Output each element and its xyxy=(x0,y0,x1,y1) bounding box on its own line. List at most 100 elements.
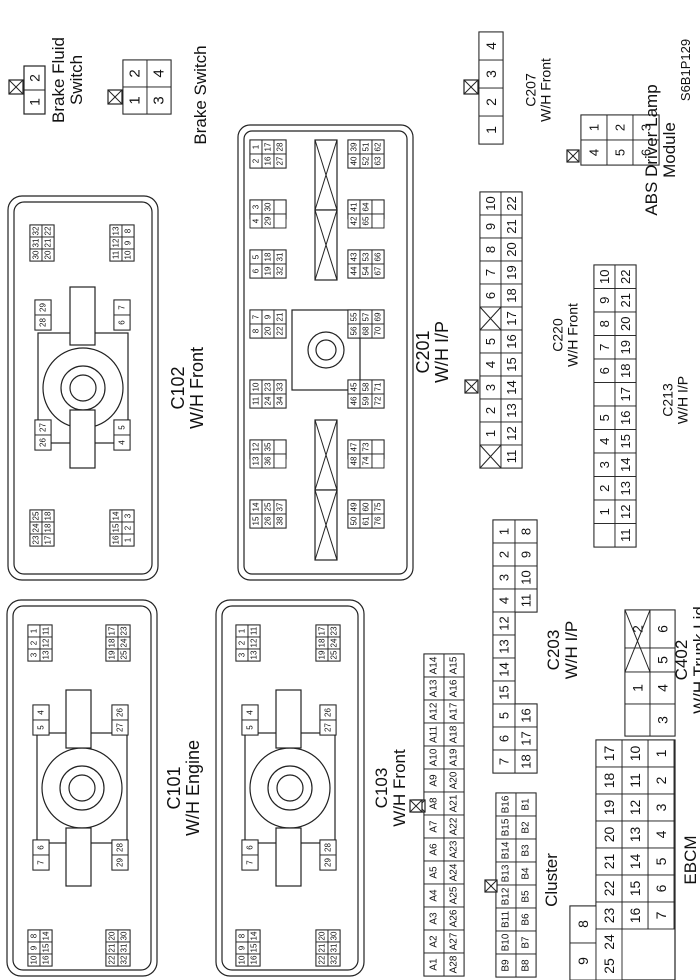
pin-15: 15 xyxy=(252,516,261,525)
pin-22: 22 xyxy=(601,881,617,897)
pin-1: 1 xyxy=(30,628,39,633)
pin-15: 15 xyxy=(618,434,633,448)
pin-1: 1 xyxy=(597,508,612,515)
pin-25: 25 xyxy=(120,650,129,659)
pin-B11: B11 xyxy=(501,911,512,928)
pin-21: 21 xyxy=(318,943,327,952)
pin-23: 23 xyxy=(601,908,617,924)
pin-18: 18 xyxy=(108,638,117,647)
pin-11: 11 xyxy=(42,626,51,635)
pin-5: 5 xyxy=(597,414,612,421)
pin-5: 5 xyxy=(653,857,669,865)
pin-16: 16 xyxy=(250,955,259,964)
pin-13: 13 xyxy=(252,456,261,465)
pin-26: 26 xyxy=(264,516,273,525)
cluster-latch-icon xyxy=(484,879,498,893)
pin-3: 3 xyxy=(483,70,499,78)
c201-label-line-1: W/H I/P xyxy=(432,321,452,383)
pin-2: 2 xyxy=(30,640,39,645)
pin-6: 6 xyxy=(639,149,654,156)
pin-25: 25 xyxy=(601,958,617,974)
pin-3: 3 xyxy=(124,513,133,518)
figure-code: S6B1P129 xyxy=(678,39,693,101)
pin-19: 19 xyxy=(601,800,617,816)
pin-5: 5 xyxy=(252,254,261,259)
c402-label-line-0: C402 xyxy=(672,640,691,681)
pin-9: 9 xyxy=(30,945,39,950)
pin-28: 28 xyxy=(39,318,48,327)
pin-A24: A24 xyxy=(449,863,460,881)
pin-42: 42 xyxy=(350,216,359,225)
pin-41: 41 xyxy=(350,202,359,211)
pin-14: 14 xyxy=(618,458,633,472)
pin-10: 10 xyxy=(597,270,612,284)
brake-switch-label-line-0: Brake Switch xyxy=(191,45,210,144)
pin-B15: B15 xyxy=(501,818,512,836)
pin-13: 13 xyxy=(618,481,633,495)
pin-24: 24 xyxy=(601,934,617,950)
brake-switch-label: Brake Switch xyxy=(191,45,210,144)
pin-23: 23 xyxy=(330,626,339,635)
pin-A18: A18 xyxy=(449,725,460,743)
pin-A23: A23 xyxy=(449,840,460,858)
pin-B14: B14 xyxy=(501,841,512,859)
pin-31: 31 xyxy=(330,943,339,952)
pin-3: 3 xyxy=(639,124,654,131)
pin-30: 30 xyxy=(32,250,41,259)
pin-30: 30 xyxy=(264,202,273,211)
pin-10: 10 xyxy=(238,955,247,964)
pin-A25: A25 xyxy=(449,886,460,904)
c207-latch-icon xyxy=(463,79,479,95)
pin-12: 12 xyxy=(627,800,643,816)
c213-label-line-0: C213 xyxy=(660,383,676,417)
pin-24: 24 xyxy=(120,638,129,647)
c213-label-line-1: W/H I/P xyxy=(674,376,690,424)
pin-9: 9 xyxy=(597,297,612,304)
pin-4: 4 xyxy=(246,710,255,715)
ebcm-label: EBCM xyxy=(681,835,700,884)
pin-31: 31 xyxy=(32,238,41,247)
pin-5: 5 xyxy=(118,425,127,430)
pin-7: 7 xyxy=(246,860,255,865)
pin-73: 73 xyxy=(362,442,371,451)
bigcl-connector: 1101721118312194132051421615227162389242… xyxy=(569,739,676,980)
pin-12: 12 xyxy=(497,616,512,630)
pin-7: 7 xyxy=(252,314,261,319)
pin-8: 8 xyxy=(597,320,612,327)
pin-27: 27 xyxy=(324,723,333,732)
c103-label-line-0: C103 xyxy=(372,768,391,809)
pin-24: 24 xyxy=(32,523,41,532)
pin-8: 8 xyxy=(483,246,498,253)
c103-pins-c: 45 xyxy=(241,704,259,736)
pin-6: 6 xyxy=(597,367,612,374)
pin-22: 22 xyxy=(108,955,117,964)
pin-A27: A27 xyxy=(449,932,460,950)
pin-74: 74 xyxy=(362,456,371,465)
pin-36: 36 xyxy=(264,456,273,465)
pin-25: 25 xyxy=(330,650,339,659)
pin-6: 6 xyxy=(118,320,127,325)
pin-29: 29 xyxy=(116,858,125,867)
pin-5: 5 xyxy=(497,712,512,719)
pin-21: 21 xyxy=(108,943,117,952)
pin-B1: B1 xyxy=(521,798,532,811)
pin-3: 3 xyxy=(497,574,512,581)
pin-12: 12 xyxy=(252,442,261,451)
pin-17: 17 xyxy=(504,311,519,325)
pin-6: 6 xyxy=(252,268,261,273)
pin-10: 10 xyxy=(519,570,534,584)
pin-4: 4 xyxy=(597,438,612,445)
pin-8: 8 xyxy=(575,920,591,928)
